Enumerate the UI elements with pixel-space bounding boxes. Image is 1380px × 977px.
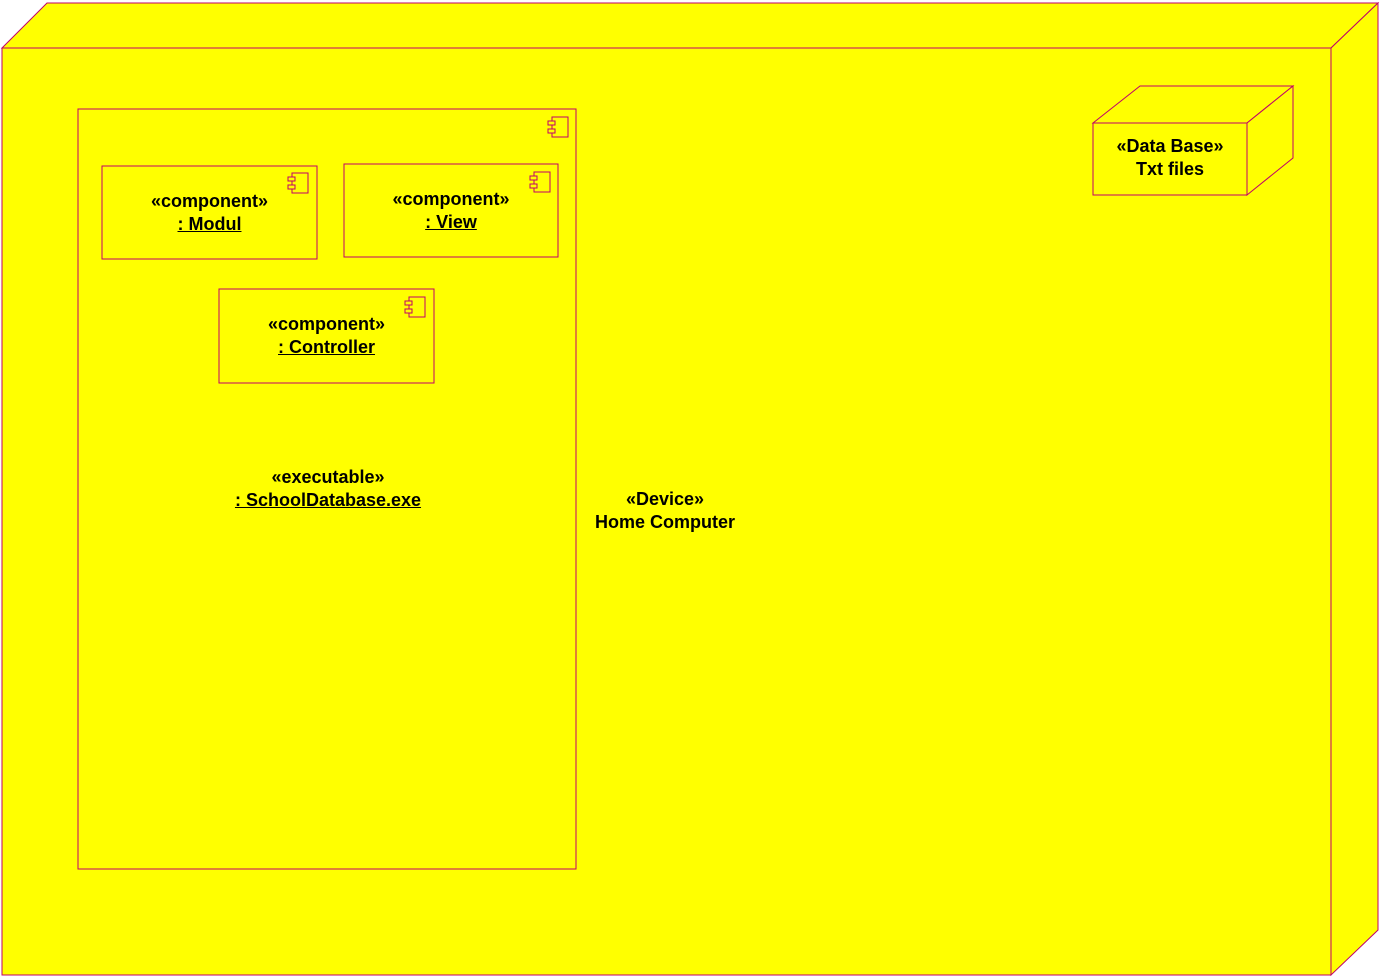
component-controller-stereotype: «component» xyxy=(267,314,386,334)
device-stereotype: «Device» xyxy=(625,489,705,509)
database-label: «Data Base» Txt files xyxy=(1093,135,1247,181)
component-controller-label: «component» : Controller xyxy=(219,313,434,359)
component-modul-stereotype: «component» xyxy=(150,191,269,211)
executable-label: «executable» : SchoolDatabase.exe xyxy=(178,466,478,512)
component-modul-box[interactable] xyxy=(101,165,318,260)
component-icon xyxy=(287,172,309,194)
database-name: Txt files xyxy=(1135,159,1205,179)
component-icon xyxy=(547,116,569,138)
device-label: «Device» Home Computer xyxy=(565,488,765,534)
component-controller-name: : Controller xyxy=(278,337,375,357)
component-icon xyxy=(404,296,426,318)
component-controller-box[interactable] xyxy=(218,288,435,384)
component-view-name: : View xyxy=(425,212,477,232)
component-view-box[interactable] xyxy=(343,163,559,258)
database-stereotype: «Data Base» xyxy=(1116,136,1224,156)
component-view-label: «component» : View xyxy=(344,188,558,234)
device-name: Home Computer xyxy=(594,512,735,532)
component-view-stereotype: «component» xyxy=(392,189,510,209)
database-node[interactable] xyxy=(1091,84,1295,197)
executable-name: : SchoolDatabase.exe xyxy=(234,490,422,510)
component-icon xyxy=(529,171,551,193)
component-modul-name: : Modul xyxy=(177,214,242,234)
component-modul-label: «component» : Modul xyxy=(102,190,317,236)
executable-stereotype: «executable» xyxy=(271,467,385,487)
